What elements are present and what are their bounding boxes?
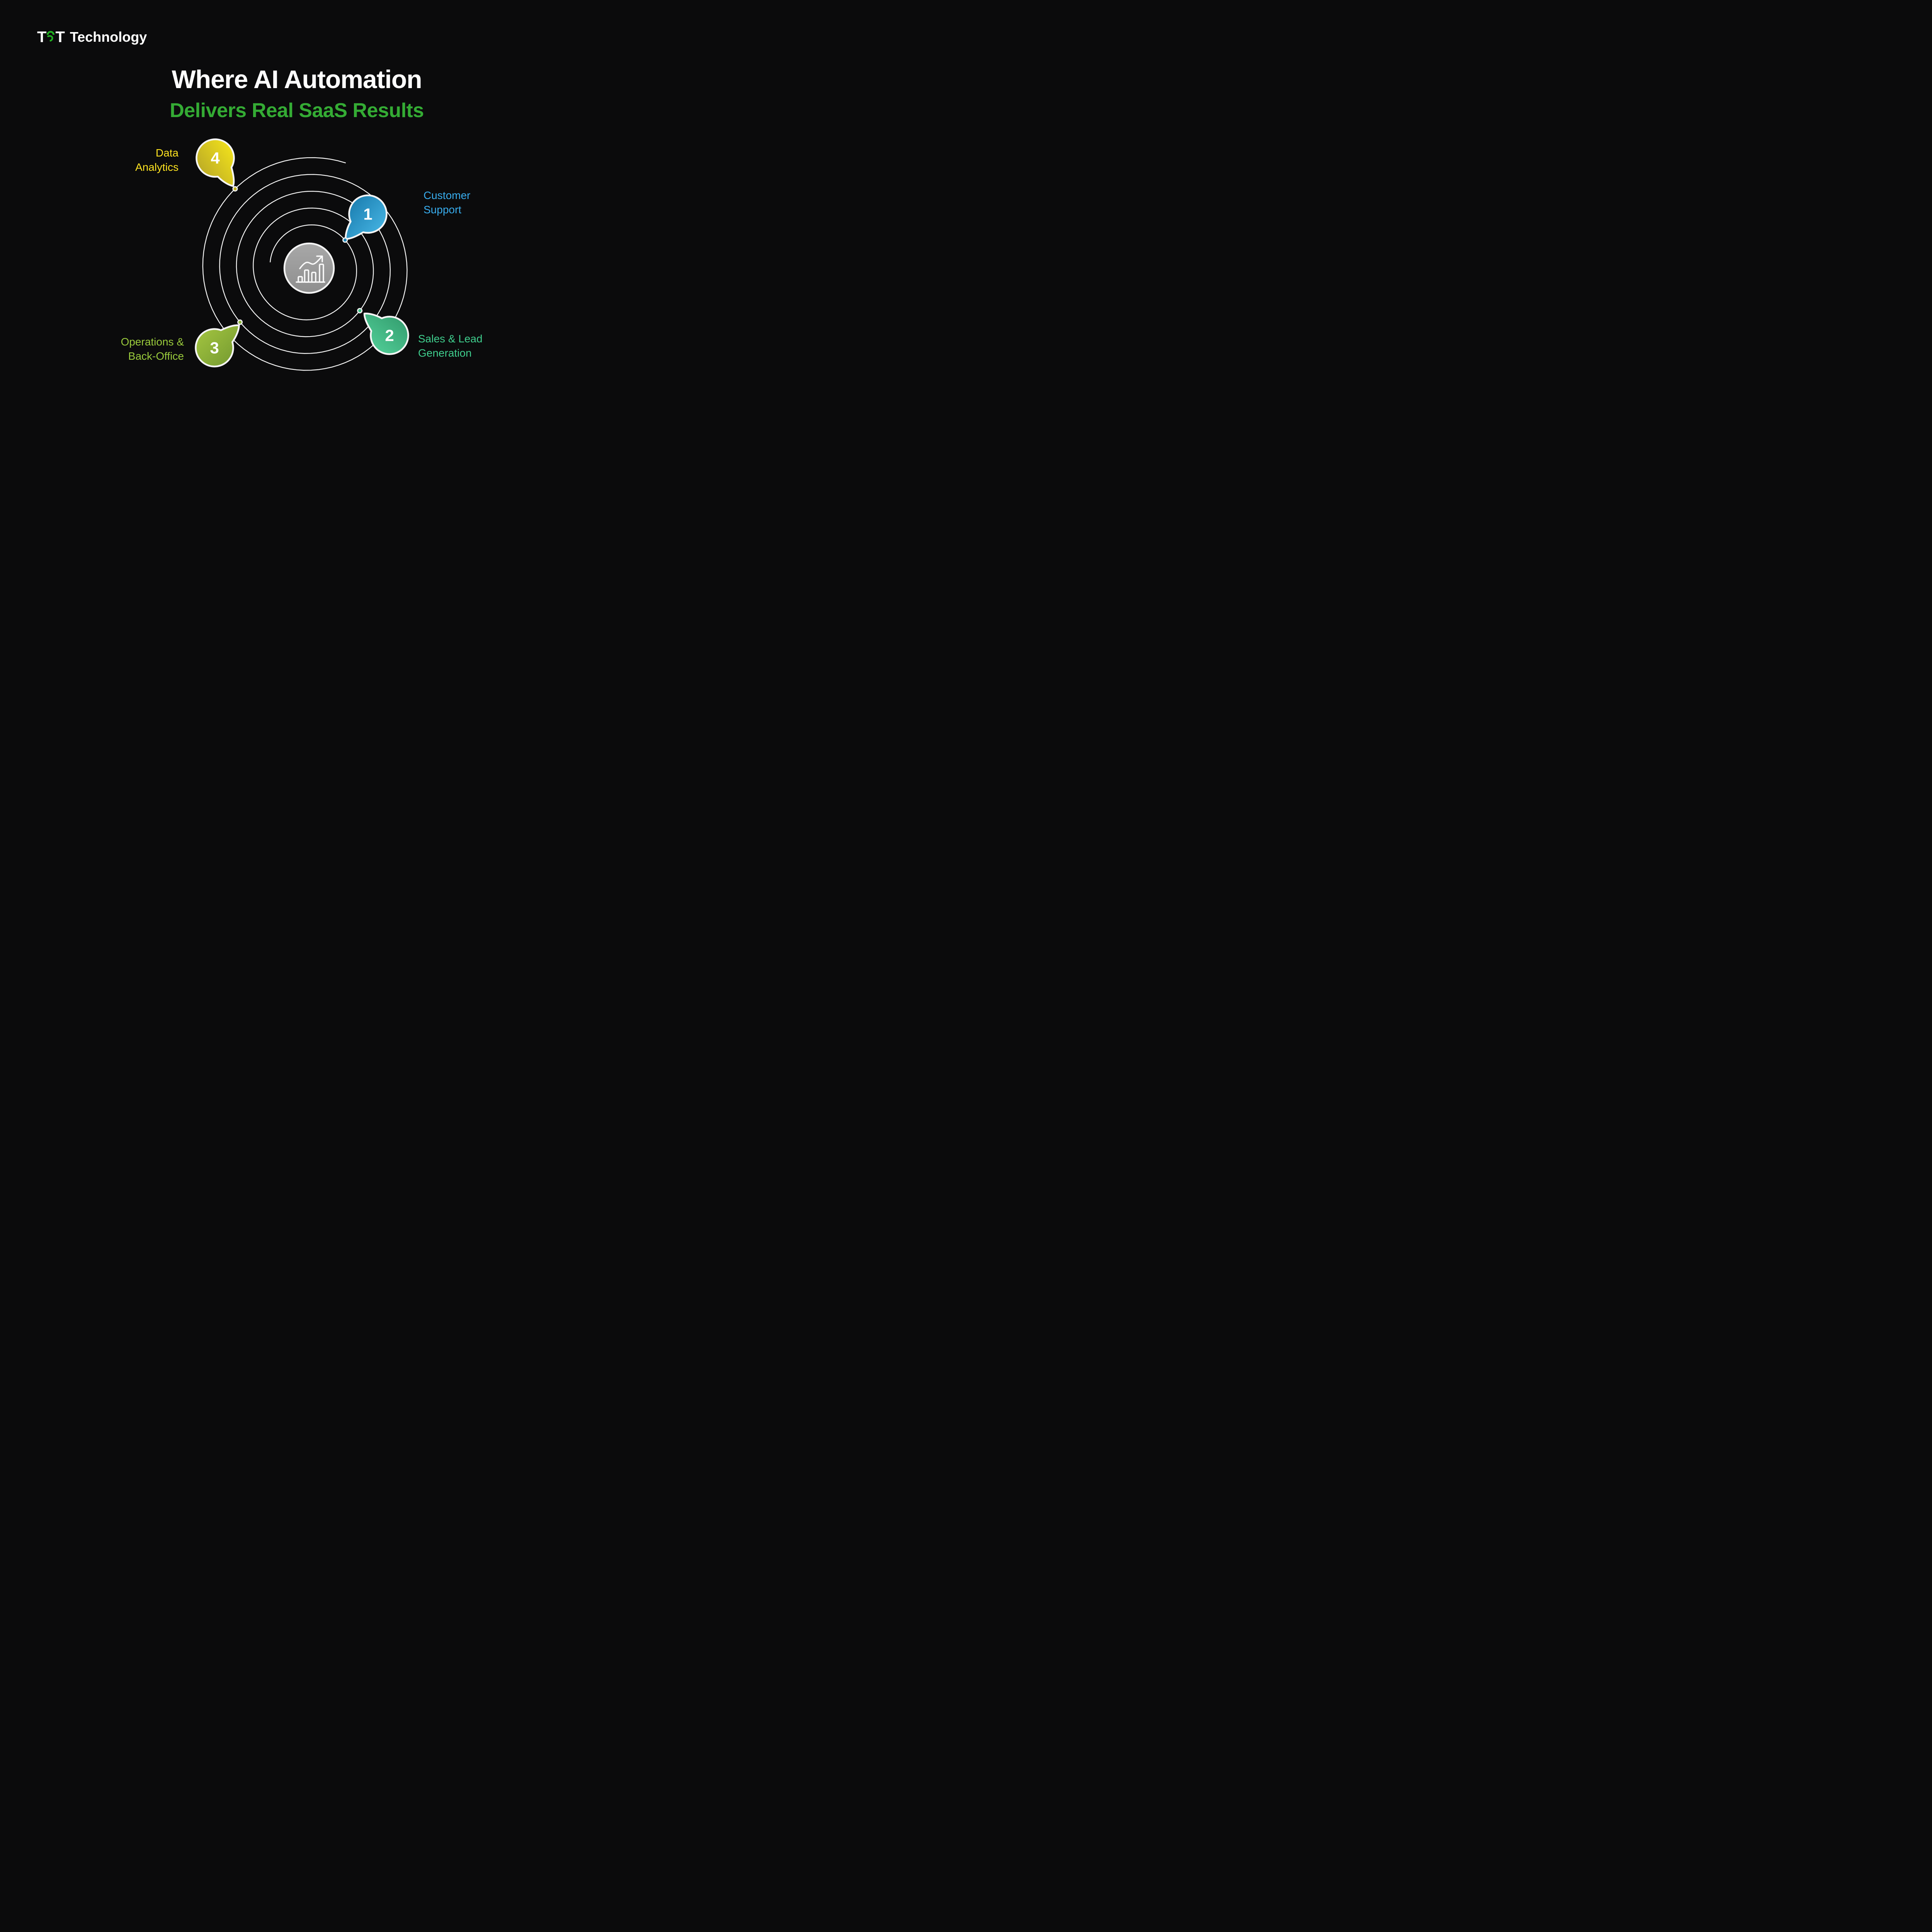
logo-wordmark: Technology	[70, 29, 147, 45]
step-bubble-1: 1	[345, 194, 388, 240]
step-number-3: 3	[210, 339, 219, 357]
step-number-4: 4	[211, 149, 220, 167]
logo-letter-t1: T	[37, 29, 46, 46]
step-number-2: 2	[385, 327, 394, 345]
center-hub	[283, 242, 335, 294]
step-label-data-analytics: Data Analytics	[135, 147, 179, 173]
growth-chart-icon	[296, 255, 325, 283]
title-line-1: Where AI Automation	[172, 65, 422, 94]
infographic-canvas: T T Technology Where AI Automation Deliv…	[0, 0, 594, 398]
brand-logo: T T Technology	[37, 29, 147, 45]
title-line-2: Delivers Real SaaS Results	[170, 99, 424, 122]
logo-s-icon	[47, 31, 55, 42]
step-number-1: 1	[363, 205, 372, 223]
orbit-diagram: 1 2 3 4	[195, 138, 409, 371]
orbit-dot-3	[237, 319, 243, 325]
step-bubble-2: 2	[363, 313, 409, 355]
orbit-dot-4	[232, 186, 238, 192]
step-label-operations-back-office: Operations & Back-Office	[121, 336, 184, 362]
logo-letter-t2: T	[55, 29, 65, 46]
step-bubble-4: 4	[196, 138, 235, 187]
orbit-dot-2	[357, 308, 363, 313]
step-label-customer-support: Customer Support	[423, 189, 471, 216]
step-label-sales-lead-generation: Sales & Lead Generation	[418, 333, 483, 359]
orbit-dot-1	[342, 237, 348, 243]
step-bubble-3: 3	[195, 324, 240, 367]
